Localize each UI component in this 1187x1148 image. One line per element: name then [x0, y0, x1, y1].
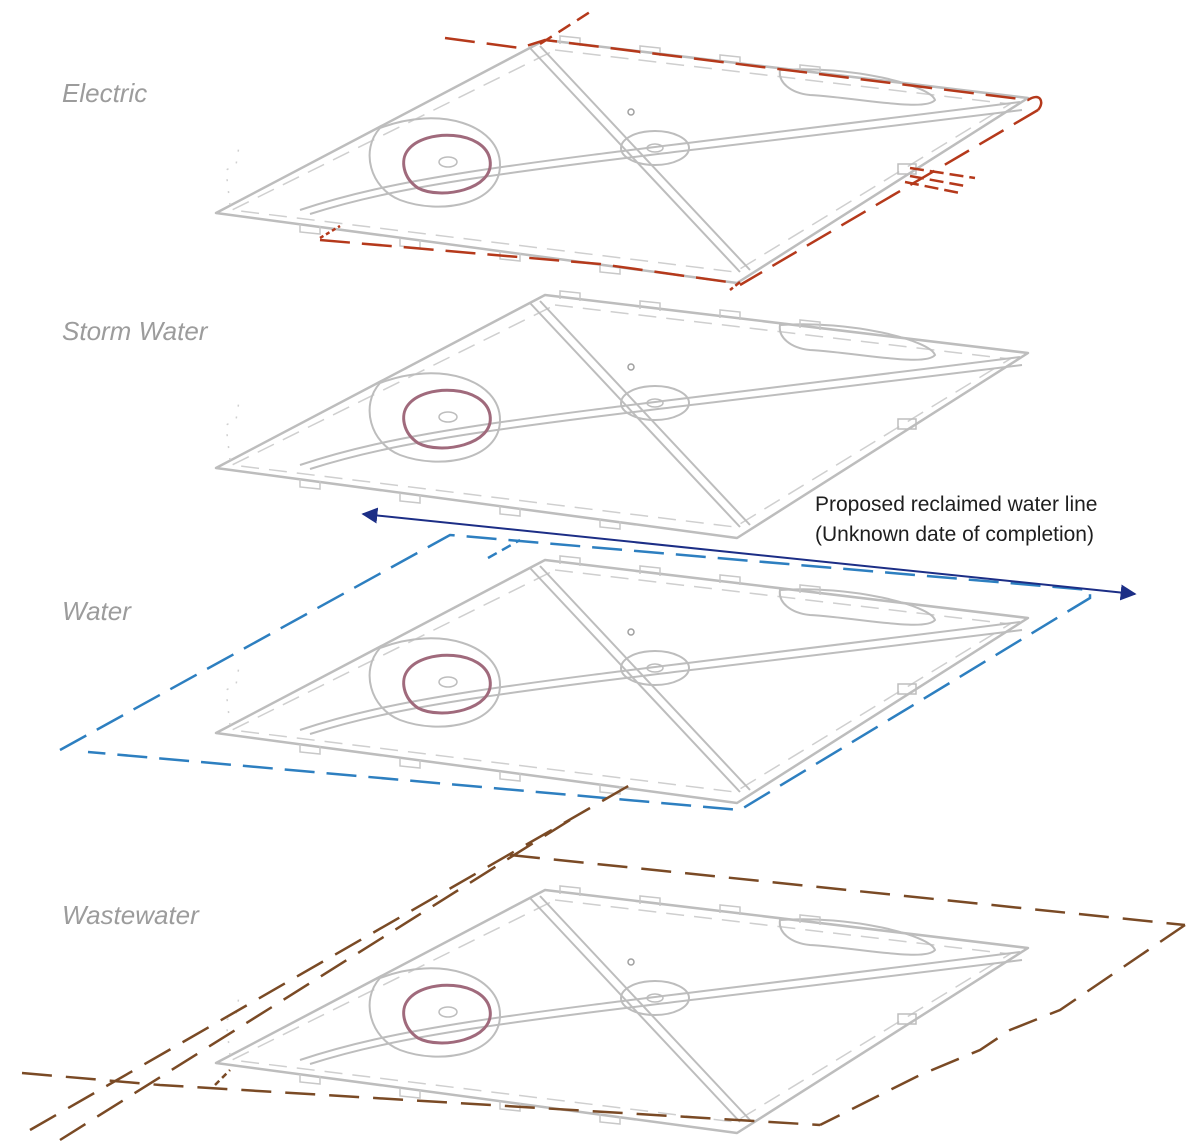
layer-label-electric: Electric — [62, 78, 148, 108]
reclaimed-water-annotation: Proposed reclaimed water line (Unknown d… — [815, 490, 1097, 550]
reclaimed-water-line-arrow — [361, 507, 1137, 601]
wastewater-utility-lines — [21, 783, 1186, 1142]
annotation-line-2: (Unknown date of completion) — [815, 523, 1094, 546]
site-plan-water — [214, 554, 1030, 805]
annotation-line-1: Proposed reclaimed water line — [815, 493, 1098, 516]
layer-label-water: Water — [62, 596, 131, 626]
layer-label-wastewater: Wastewater — [62, 900, 199, 930]
electric-utility-lines — [319, 10, 1043, 291]
layer-label-storm-water: Storm Water — [62, 316, 208, 346]
site-plan-electric — [214, 34, 1030, 285]
water-utility-lines — [59, 533, 1092, 812]
